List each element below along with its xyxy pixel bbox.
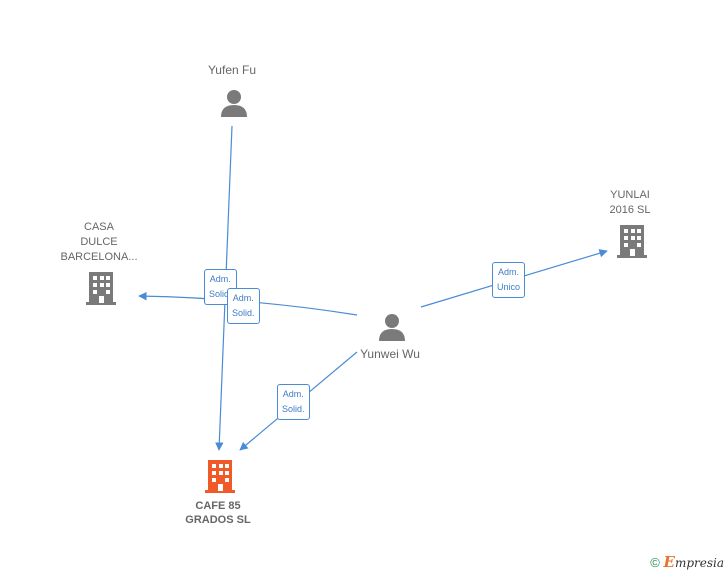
node-label-cafe[interactable]: CAFE 85 GRADOS SL (185, 500, 251, 526)
node-label-yunwei[interactable]: Yunwei Wu (360, 347, 420, 361)
footer-brand: © Empresia (650, 553, 724, 571)
person-icon-yunwei[interactable] (379, 314, 405, 341)
node-label-yufen[interactable]: Yufen Fu (207, 63, 257, 77)
node-label-casa[interactable]: CASA DULCE BARCELONA... (60, 221, 138, 263)
edge-label-yunwei-yunlai: Adm. Unico (492, 262, 526, 298)
node-label-yunlai[interactable]: YUNLAI 2016 SL (609, 189, 651, 216)
building-icon-casa[interactable] (86, 272, 116, 305)
building-icon-yunlai[interactable] (617, 225, 647, 258)
edge-label-yunwei-casa: Adm. Solid. (227, 288, 260, 324)
edge-label-yunwei-cafe: Adm. Solid. (277, 384, 310, 420)
building-icon-cafe[interactable] (205, 460, 235, 493)
copyright-icon: © (650, 555, 660, 570)
brand-logo: Empresia (663, 553, 725, 571)
person-icon-yufen[interactable] (221, 90, 247, 117)
